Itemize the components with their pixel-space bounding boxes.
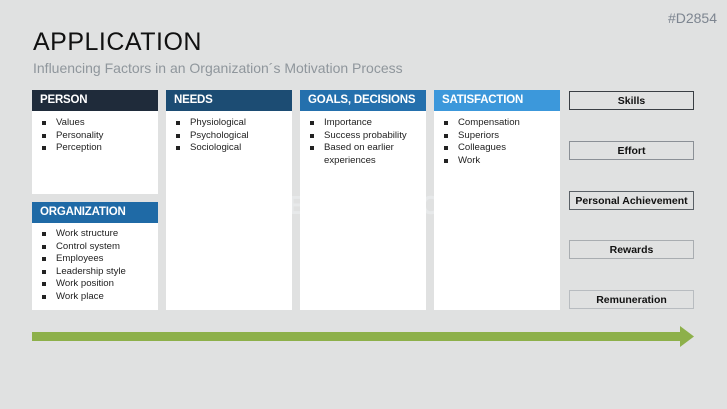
list-item: Superiors (444, 130, 556, 143)
list-item: Compensation (444, 117, 556, 130)
satisfaction-column: SATISFACTION Compensation Superiors Coll… (434, 90, 560, 310)
needs-header: NEEDS (166, 90, 292, 111)
list-item: Values (42, 117, 154, 130)
list-item: Work structure (42, 228, 154, 241)
needs-column: NEEDS Physiological Psychological Sociol… (166, 90, 292, 310)
process-arrow (32, 326, 694, 347)
list-item: Physiological (176, 117, 288, 130)
list-item: Success probability (310, 130, 422, 143)
page-title: APPLICATION (33, 28, 202, 56)
goals-column: GOALS, DECISIONS Importance Success prob… (300, 90, 426, 310)
person-organization-column: PERSON Values Personality Perception ORG… (32, 90, 158, 310)
list-item: Sociological (176, 142, 288, 155)
satisfaction-list: Compensation Superiors Colleagues Work (434, 117, 560, 167)
list-item: Leadership style (42, 266, 154, 279)
factor-box-effort: Effort (569, 141, 694, 160)
list-item: Importance (310, 117, 422, 130)
goals-list: Importance Success probability Based on … (300, 117, 426, 167)
list-item: Employees (42, 253, 154, 266)
list-item: Based on earlier experiences (310, 142, 422, 167)
list-item: Work (444, 155, 556, 168)
column-divider (32, 194, 158, 202)
factor-box-remuneration: Remuneration (569, 290, 694, 309)
list-item: Control system (42, 241, 154, 254)
needs-list: Physiological Psychological Sociological (166, 117, 292, 155)
list-item: Psychological (176, 130, 288, 143)
factor-box-skills: Skills (569, 91, 694, 110)
list-item: Perception (42, 142, 154, 155)
page-subtitle: Influencing Factors in an Organization´s… (33, 60, 403, 76)
goals-header: GOALS, DECISIONS (300, 90, 426, 111)
factor-box-personal-achievement: Personal Achievement (569, 191, 694, 210)
organization-list: Work structure Control system Employees … (32, 228, 158, 304)
satisfaction-header: SATISFACTION (434, 90, 560, 111)
list-item: Work position (42, 278, 154, 291)
list-item: Colleagues (444, 142, 556, 155)
slide-id: #D2854 (667, 10, 717, 26)
list-item: Personality (42, 130, 154, 143)
list-item: Work place (42, 291, 154, 304)
person-header: PERSON (32, 90, 158, 111)
person-list: Values Personality Perception (32, 117, 158, 155)
organization-header: ORGANIZATION (32, 202, 158, 223)
factor-box-rewards: Rewards (569, 240, 694, 259)
